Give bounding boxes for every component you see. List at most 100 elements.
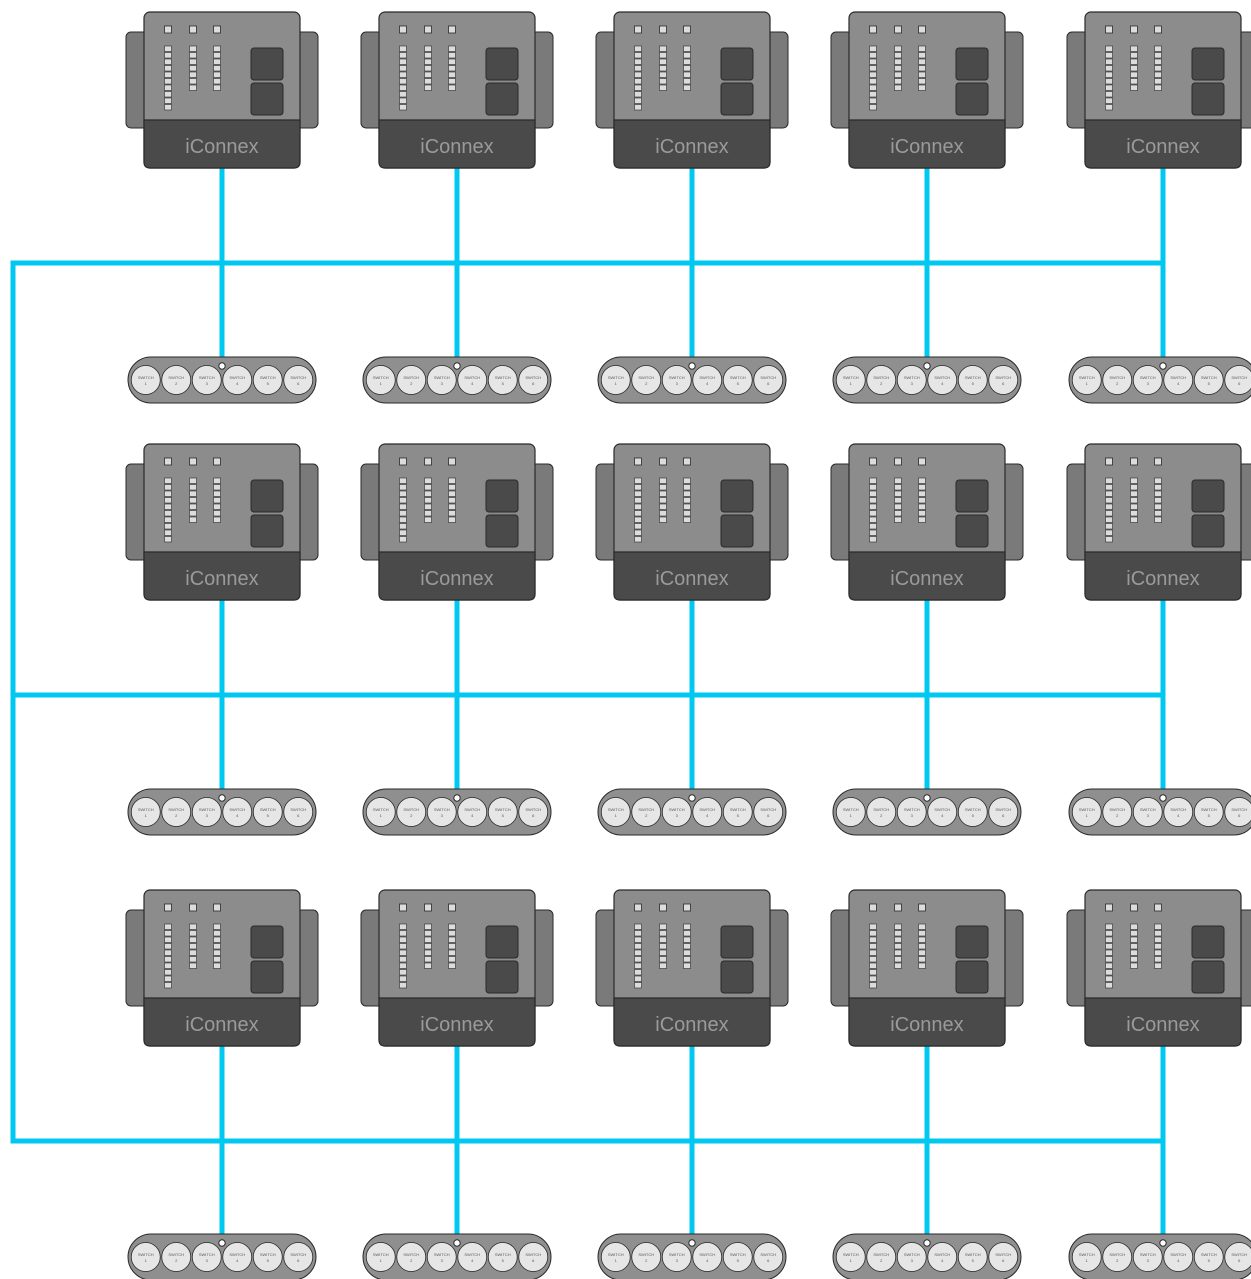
meter-segment — [425, 924, 432, 930]
meter-segment — [1155, 931, 1162, 937]
switch-label: SWITCH — [199, 375, 215, 380]
connection-point — [1160, 795, 1166, 801]
switch-label: SWITCH — [434, 807, 450, 812]
level-meter — [1131, 924, 1138, 969]
meter-segment — [449, 937, 456, 943]
switch-knob-face — [488, 798, 517, 827]
device-button-upper — [721, 48, 753, 80]
switch-knob: SWITCH4 — [1164, 366, 1193, 395]
meter-segment — [425, 937, 432, 943]
meter-segment — [1106, 46, 1113, 52]
meter-segment — [1106, 498, 1113, 504]
switch-label: SWITCH — [904, 1252, 920, 1257]
meter-segment — [660, 46, 667, 52]
meter-segment — [1106, 85, 1113, 91]
switch-label: SWITCH — [873, 1252, 889, 1257]
meter-segment — [400, 957, 407, 963]
meter-segment — [190, 963, 197, 969]
meter-segment — [635, 92, 642, 98]
device-brand-label: iConnex — [185, 568, 258, 590]
meter-segment — [895, 53, 902, 59]
connection-point — [689, 1240, 695, 1246]
meter-segment — [214, 53, 221, 59]
meter-segment — [870, 944, 877, 950]
device-button-upper — [251, 480, 283, 512]
level-meter — [919, 924, 926, 969]
meter-segment — [449, 511, 456, 517]
status-led — [165, 26, 172, 33]
switch-knob: SWITCH4 — [223, 1243, 252, 1272]
switch-knob: SWITCH6 — [519, 366, 548, 395]
device-brand-label: iConnex — [890, 1014, 963, 1036]
switch-knob: SWITCH4 — [458, 798, 487, 827]
meter-segment — [1155, 498, 1162, 504]
device-button-upper — [486, 48, 518, 80]
switch-knob: SWITCH3 — [662, 366, 691, 395]
meter-segment — [190, 79, 197, 85]
switch-knob-face — [836, 1243, 865, 1272]
meter-segment — [684, 85, 691, 91]
meter-segment — [214, 963, 221, 969]
level-meter — [895, 46, 902, 91]
switch-label: SWITCH — [138, 1252, 154, 1257]
switch-label: SWITCH — [934, 807, 950, 812]
switch-label: SWITCH — [495, 375, 511, 380]
meter-segment — [660, 957, 667, 963]
meter-segment — [895, 485, 902, 491]
connection-point — [219, 363, 225, 369]
meter-segment — [635, 478, 642, 484]
switch-knob: SWITCH2 — [867, 798, 896, 827]
switch-knob-face — [284, 1243, 313, 1272]
switch-knob-face — [519, 366, 548, 395]
meter-segment — [895, 59, 902, 65]
device-brand-label: iConnex — [420, 568, 493, 590]
iconnex-device: iConnex — [596, 12, 788, 168]
switch-knob-face — [1194, 798, 1223, 827]
switch-knob-face — [1164, 1243, 1193, 1272]
meter-segment — [684, 963, 691, 969]
meter-segment — [635, 59, 642, 65]
meter-segment — [870, 105, 877, 111]
meter-segment — [214, 478, 221, 484]
switch-label: SWITCH — [260, 807, 276, 812]
meter-segment — [190, 66, 197, 72]
switch-knob-face — [601, 366, 630, 395]
device-button-lower — [1192, 83, 1224, 115]
switch-label: SWITCH — [1109, 807, 1125, 812]
switch-label: SWITCH — [730, 1252, 746, 1257]
meter-segment — [1106, 931, 1113, 937]
meter-segment — [635, 504, 642, 510]
meter-segment — [1106, 478, 1113, 484]
switch-knob-face — [223, 798, 252, 827]
switch-label: SWITCH — [434, 375, 450, 380]
meter-segment — [449, 491, 456, 497]
meter-segment — [1106, 105, 1113, 111]
meter-segment — [635, 46, 642, 52]
meter-segment — [400, 970, 407, 976]
switch-bank: SWITCH1SWITCH2SWITCH3SWITCH4SWITCH5SWITC… — [1069, 789, 1251, 835]
switch-bank: SWITCH1SWITCH2SWITCH3SWITCH4SWITCH5SWITC… — [598, 789, 786, 835]
meter-segment — [425, 944, 432, 950]
level-meter — [190, 924, 197, 969]
switch-knob: SWITCH1 — [601, 366, 630, 395]
meter-segment — [165, 498, 172, 504]
meter-segment — [870, 517, 877, 523]
switch-label: SWITCH — [199, 807, 215, 812]
status-led — [870, 26, 877, 33]
iconnex-device: iConnex — [831, 444, 1023, 600]
switch-knob-face — [867, 798, 896, 827]
level-meter — [449, 478, 456, 523]
switch-label: SWITCH — [965, 807, 981, 812]
meter-segment — [425, 511, 432, 517]
switch-label: SWITCH — [373, 1252, 389, 1257]
switch-knob: SWITCH4 — [1164, 1243, 1193, 1272]
meter-segment — [635, 530, 642, 536]
switch-knob-face — [1194, 366, 1223, 395]
switch-knob-face — [1225, 366, 1251, 395]
switch-label: SWITCH — [995, 1252, 1011, 1257]
switch-label: SWITCH — [669, 807, 685, 812]
device-brand-label: iConnex — [1126, 136, 1199, 158]
device-button-lower — [956, 961, 988, 993]
switch-knob: SWITCH2 — [867, 1243, 896, 1272]
